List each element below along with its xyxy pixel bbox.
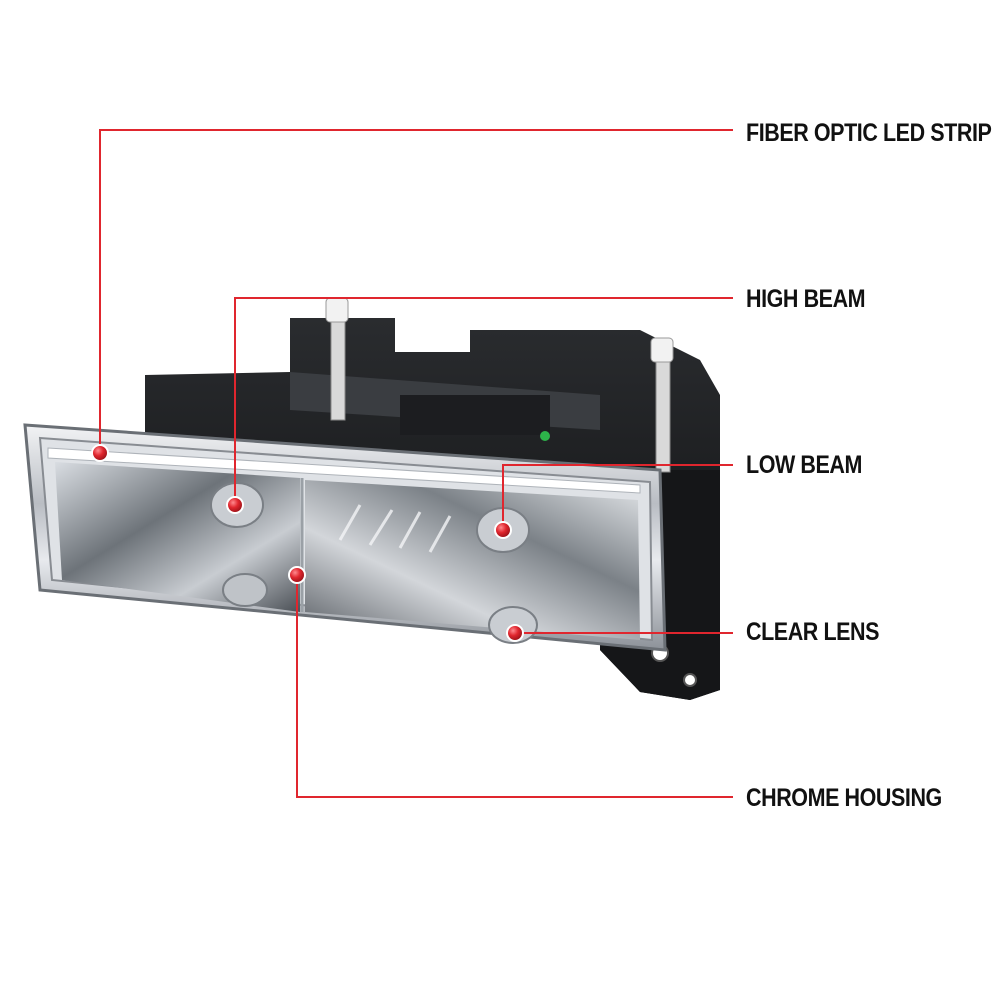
adjuster-pins xyxy=(325,297,674,473)
callout-dot-clear xyxy=(506,624,524,642)
callout-line-low xyxy=(502,464,733,530)
callout-label-high-beam: HIGH BEAM xyxy=(746,285,866,313)
callout-dot-fiber xyxy=(91,444,109,462)
callout-label-low-beam: LOW BEAM xyxy=(746,451,862,479)
callout-dots xyxy=(91,444,524,642)
callout-dot-chrome xyxy=(288,566,306,584)
callout-label-clear-lens: CLEAR LENS xyxy=(746,618,880,646)
led-strip xyxy=(47,447,641,494)
callout-line-high xyxy=(234,297,733,505)
callout-line-chrome xyxy=(296,575,733,798)
callout-dot-low xyxy=(494,521,512,539)
callout-lines xyxy=(99,129,733,798)
callout-label-fiber-optic-led-strip: FIBER OPTIC LED STRIP xyxy=(746,119,992,147)
callout-line-fiber xyxy=(99,129,733,453)
callout-label-chrome-housing: CHROME HOUSING xyxy=(746,784,942,812)
callout-dot-high xyxy=(226,496,244,514)
